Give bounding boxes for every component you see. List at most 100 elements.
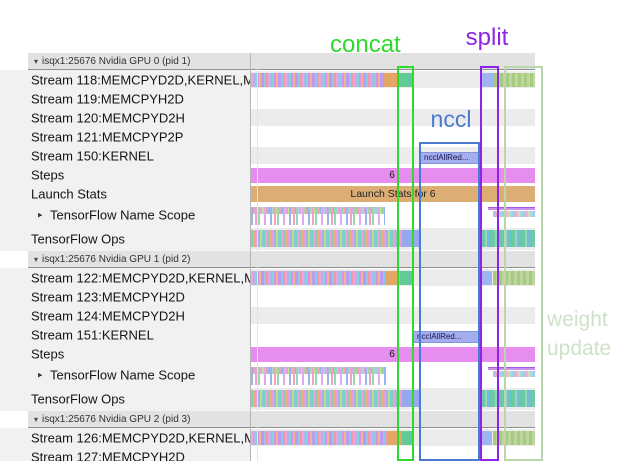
trace-row: Stream 127:MEMCPYH2D (0, 447, 622, 461)
trace-segment-nsviolet[interactable] (488, 367, 535, 370)
trace-segment-orange[interactable] (385, 271, 400, 285)
launch-stats-bar[interactable]: Launch Stats for 6 (251, 186, 535, 202)
trace-row: Stream 122:MEMCPYD2D,KERNEL,MI (0, 268, 622, 287)
row-label: TensorFlow Name Scope (50, 207, 196, 223)
timeline-track: 6 (251, 165, 535, 184)
nccl-highlight-box (419, 142, 480, 461)
panel-separator (250, 53, 251, 461)
steps-bar[interactable]: 6 (251, 168, 535, 183)
split-highlight-box (480, 66, 499, 461)
expand-arrow-icon[interactable]: ▸ (38, 369, 43, 380)
trace-segment-opsmix[interactable] (251, 230, 402, 247)
row-label: TensorFlow Ops (31, 391, 125, 407)
gpu-section-header[interactable] (28, 53, 535, 70)
trace-segment-flame[interactable] (251, 207, 385, 225)
nccl-annotation: nccl (430, 106, 472, 132)
row-label-cell: TensorFlow Ops (0, 227, 250, 251)
concat-annotation: concat (330, 31, 401, 58)
row-label-cell: Stream 122:MEMCPYD2D,KERNEL,MI (0, 268, 250, 287)
trace-segment-opsblue[interactable] (402, 230, 420, 247)
trace-row: Launch Stats Launch Stats for 6 (0, 184, 622, 203)
trace-segment-gstripe[interactable] (493, 271, 535, 285)
row-label: TensorFlow Name Scope (50, 367, 196, 383)
trace-segment-mix[interactable] (251, 271, 385, 285)
timeline-track: Launch Stats for 6 (251, 184, 535, 203)
row-label: Stream 127:MEMCPYH2D (31, 449, 185, 461)
timeline-track (251, 108, 535, 127)
trace-segment-teal[interactable] (402, 431, 414, 445)
trace-row: ▸ TensorFlow Name Scope (0, 363, 622, 387)
trace-row: Stream 126:MEMCPYD2D,KERNEL,MI (0, 428, 622, 447)
trace-row: Stream 120:MEMCPYD2H (0, 108, 622, 127)
timeline-track (251, 428, 535, 447)
row-label: Stream 120:MEMCPYD2H (31, 110, 185, 125)
trace-row: ▸ TensorFlow Name Scope (0, 203, 622, 227)
expand-arrow-icon[interactable]: ▸ (38, 209, 43, 220)
trace-segment-mix[interactable] (251, 73, 383, 87)
trace-row: Stream 121:MEMCPYP2P (0, 127, 622, 146)
row-label-cell: Stream 123:MEMCPYH2D (0, 287, 250, 306)
row-label: Steps (31, 167, 65, 182)
row-label: Stream 151:KERNEL (31, 327, 154, 342)
trace-segment-lightblue[interactable] (481, 271, 492, 285)
collapse-arrow-icon[interactable]: ▾ (34, 57, 39, 66)
trace-segment-orange[interactable] (383, 73, 397, 87)
row-label-cell: TensorFlow Ops (0, 387, 250, 411)
row-label: TensorFlow Ops (31, 231, 125, 247)
trace-row: TensorFlow Ops (0, 387, 622, 411)
timeline-track (251, 268, 535, 287)
trace-segment-tealstripe[interactable] (482, 230, 535, 247)
row-label-cell: Stream 151:KERNEL (0, 325, 250, 344)
row-label-cell: Stream 121:MEMCPYP2P (0, 127, 250, 146)
trace-row: Stream 124:MEMCPYD2H (0, 306, 622, 325)
row-label-cell: Stream 127:MEMCPYH2D (0, 447, 250, 461)
row-label-cell: Steps (0, 165, 250, 184)
gpu-section-header-label: ▾isqx1:25676 Nvidia GPU 2 (pid 3) (34, 414, 191, 425)
row-label-cell[interactable]: ▸ TensorFlow Name Scope (0, 363, 250, 387)
row-label: Stream 121:MEMCPYP2P (31, 129, 184, 144)
trace-row: Stream 119:MEMCPYH2D (0, 89, 622, 108)
gpu-section-header[interactable] (28, 251, 535, 268)
timeline-track: 6 (251, 344, 535, 363)
row-label: Stream 122:MEMCPYD2D,KERNEL,MI (31, 270, 250, 285)
split-annotation: split (465, 24, 509, 51)
weight-update-highlight-box (504, 66, 543, 461)
trace-segment-nsstripes[interactable] (493, 371, 535, 377)
trace-segment-lightblue[interactable] (482, 431, 492, 445)
gpu-section-header-row: ▾isqx1:25676 Nvidia GPU 1 (pid 2) (0, 251, 622, 268)
row-label: Stream 124:MEMCPYD2H (31, 308, 185, 323)
trace-segment-teal[interactable] (400, 271, 413, 285)
gpu-section-header[interactable] (28, 411, 535, 428)
timeline-track (251, 387, 535, 411)
trace-segment-opsmix[interactable] (251, 390, 402, 407)
trace-segment-mix[interactable] (251, 431, 387, 445)
weight-update-annotation: weight update (547, 308, 612, 360)
row-label-cell: Launch Stats (0, 184, 250, 203)
timeline-track (251, 306, 535, 325)
steps-bar[interactable]: 6 (251, 347, 535, 362)
timeline-track (251, 70, 535, 89)
row-label: Launch Stats (31, 186, 107, 201)
row-label-cell[interactable]: ▸ TensorFlow Name Scope (0, 203, 250, 227)
trace-segment-opsblue[interactable] (402, 390, 420, 407)
row-label-cell: Stream 118:MEMCPYD2D,KERNEL,ME (0, 70, 250, 89)
timeline-track (251, 227, 535, 251)
collapse-arrow-icon[interactable]: ▾ (34, 255, 39, 264)
trace-segment-nsviolet[interactable] (488, 207, 535, 210)
trace-segment-nsstripes[interactable] (493, 211, 535, 217)
gpu-section-header-row: ▾isqx1:25676 Nvidia GPU 0 (pid 1) (0, 53, 622, 70)
row-label: Stream 126:MEMCPYD2D,KERNEL,MI (31, 430, 250, 445)
gpu-section-header-row: ▾isqx1:25676 Nvidia GPU 2 (pid 3) (0, 411, 622, 428)
trace-segment-flame[interactable] (251, 367, 386, 385)
row-label: Steps (31, 346, 65, 361)
trace-segment-tealstripe[interactable] (482, 390, 535, 407)
trace-segment-gstripe[interactable] (493, 431, 535, 445)
concat-highlight-box (397, 66, 414, 461)
trace-segment-lightblue[interactable] (481, 73, 494, 87)
row-shade (251, 307, 535, 324)
trace-segment-teal[interactable] (397, 73, 412, 87)
collapse-arrow-icon[interactable]: ▾ (34, 415, 39, 424)
timeline-track: ncclAllRed... (251, 146, 535, 165)
